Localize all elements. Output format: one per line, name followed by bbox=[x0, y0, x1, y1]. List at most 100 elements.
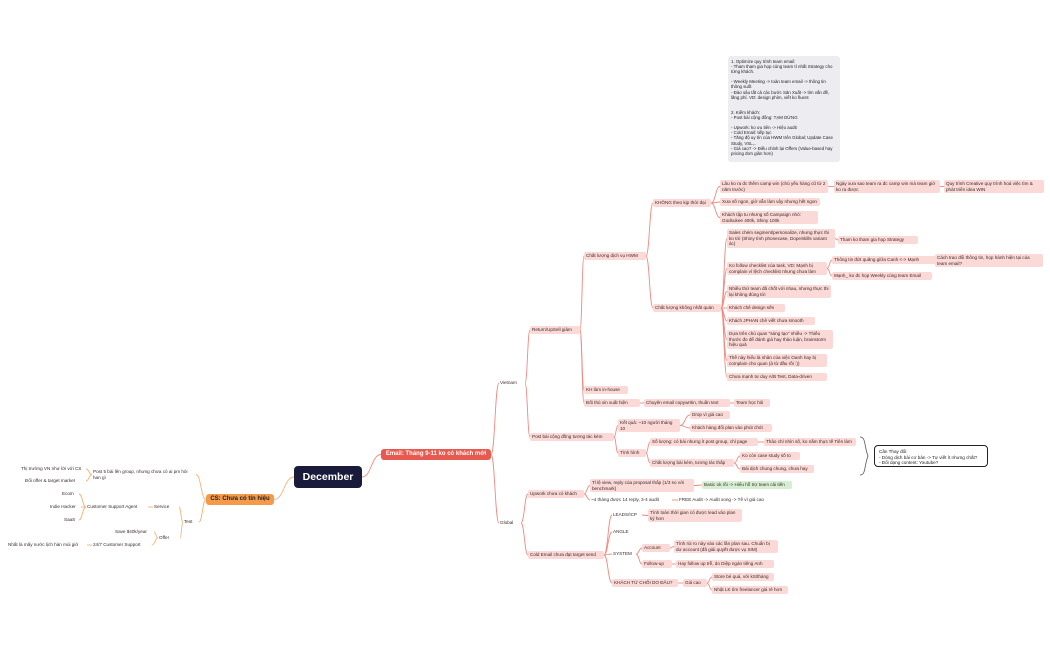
strategy-meeting-node[interactable]: Tham ko tham gia họp Strategy bbox=[838, 236, 918, 244]
connector-line bbox=[583, 493, 591, 501]
complaint-reason-node[interactable]: Thế này hiểu là nhân của việc Oanh hay b… bbox=[727, 354, 827, 368]
checklist-node[interactable]: Ko follow checklist của task, VD: Mạnh b… bbox=[727, 262, 827, 276]
leads-node[interactable]: LEADS/ICP bbox=[613, 512, 637, 517]
small-campaign-node[interactable]: Khách tập tu nhưng số Campaign nhỏ: Gods… bbox=[720, 211, 818, 225]
small-store-node[interactable]: Store bé quá, với kS/tháng bbox=[712, 573, 774, 581]
global-node[interactable]: Global bbox=[500, 520, 514, 525]
rejection-node[interactable]: KHÁCH TỪ CHỐI DO ĐÂU? bbox=[612, 579, 678, 587]
past-win-node[interactable]: Ngày xưa sao team ra đc camp win mà team… bbox=[834, 180, 940, 194]
root-node[interactable]: December bbox=[294, 466, 362, 488]
situation-node[interactable]: Tình hình bbox=[618, 449, 646, 457]
writing-complaint-node[interactable]: Khách JPHAN chê viết chưa smooth bbox=[727, 317, 815, 325]
upwork-node[interactable]: Upwork chưa có khách bbox=[528, 490, 584, 498]
connector-line bbox=[273, 476, 295, 500]
weekly-meeting-node[interactable]: Mạnh_ ko đc họp Weekly cùng team Email bbox=[832, 272, 932, 280]
ab-test-node[interactable]: Chưa mạnh tư duy A/B Test, Data-driven bbox=[727, 373, 827, 381]
copywriting-node[interactable]: Chuyên email copywritin, thuần text bbox=[644, 399, 730, 407]
ecom-node[interactable]: Ecom bbox=[62, 491, 74, 496]
branch-cs[interactable]: CS: Chưa có tín hiệu bbox=[206, 494, 274, 505]
offer-node[interactable]: Offer bbox=[159, 535, 170, 540]
connector-line bbox=[603, 553, 613, 556]
system-node[interactable]: SYSTEM bbox=[613, 551, 632, 556]
saas-node[interactable]: SaaS bbox=[64, 517, 76, 522]
service-quality-node[interactable]: Chất lượng dịch vụ HWM bbox=[584, 252, 646, 260]
free-audit-node[interactable]: FREE Audit -> Audit xong -> Tê vì giá ca… bbox=[679, 497, 764, 502]
design-complaint-node[interactable]: Khách chê design sến bbox=[727, 304, 785, 312]
save-node[interactable]: Save $40k/year bbox=[115, 529, 147, 534]
support-agent-node[interactable]: Customer Support Agent bbox=[87, 504, 138, 509]
connector-line bbox=[720, 307, 728, 378]
angle-node[interactable]: ANGLE bbox=[613, 529, 629, 534]
case-study-node[interactable]: Ko còn case study số to bbox=[740, 452, 800, 460]
outdated-node[interactable]: KHÔNG theo kịp thời đại bbox=[653, 199, 711, 207]
vietnam-node[interactable]: Vietnam bbox=[500, 380, 517, 385]
connector-line bbox=[78, 506, 87, 521]
reply-count-node[interactable]: ~4 tháng được 14 reply, 3-4 audit bbox=[591, 497, 659, 502]
connector-line bbox=[679, 414, 691, 426]
connector-line bbox=[579, 255, 585, 331]
connector-line bbox=[178, 506, 184, 523]
post-quality-node[interactable]: Chất lượng bài kém, tương tác thấp bbox=[650, 459, 734, 467]
connector-line bbox=[635, 553, 643, 565]
change-offer-node[interactable]: Đổi offer & target market bbox=[25, 478, 75, 483]
freelancer-node[interactable]: Nhật LK tìm freelancer giá rẻ hơn bbox=[712, 586, 788, 594]
test-node[interactable]: Test bbox=[184, 519, 193, 524]
inhouse-node[interactable]: KH làm in-house bbox=[584, 386, 628, 394]
connector-line bbox=[710, 186, 721, 204]
drop-price-node[interactable]: Drop vì giá cao bbox=[690, 411, 730, 419]
support-247-node[interactable]: 24/7 Customer Support bbox=[93, 542, 141, 547]
old-numbers-node[interactable]: Xưa số ngon, giờ vẫn làm vậy nhưng hết n… bbox=[720, 198, 820, 206]
timezone-node[interactable]: Nhất là mấy nước lịch hàn mùi giờ bbox=[8, 542, 79, 547]
connector-line bbox=[490, 382, 500, 455]
connector-line bbox=[524, 382, 531, 438]
no-new-win-node[interactable]: Lâu ko ra đc thêm camp win (chủ yếu hàng… bbox=[720, 180, 828, 194]
indie-hacker-node[interactable]: Indie Hacker bbox=[50, 504, 76, 509]
plan-change-node[interactable]: Khách hàng đổi plan vào phút chót bbox=[690, 424, 772, 432]
service-node[interactable]: Service bbox=[154, 504, 170, 509]
connector-line bbox=[603, 554, 613, 584]
reality-node[interactable]: Thảo chỉ nhìn số, ko nắm thực tế Tiên là… bbox=[764, 438, 856, 446]
result-node[interactable]: Kết quả: ~10 người tháng 10 bbox=[618, 419, 680, 433]
branch-email[interactable]: Email: Tháng 9-11 ko có khách mới bbox=[381, 449, 491, 460]
account-node[interactable]: Account bbox=[642, 544, 670, 552]
high-price-node[interactable]: Giá cao bbox=[683, 579, 707, 587]
connector-line bbox=[733, 462, 741, 470]
basic-ok-node[interactable]: Basic ok rồi -> Hiểu hỗ trợ team cải tiế… bbox=[702, 481, 792, 489]
proposal-ratio-node[interactable]: Tỉ lệ view, reply của proposal thấp (1/3… bbox=[590, 479, 694, 493]
subjective-node[interactable]: Dựa trên chủ quan "sáng tạo" nhiều -> Th… bbox=[727, 330, 833, 349]
lead-timing-node[interactable]: Tính toán thời gian có được lead vào pla… bbox=[648, 509, 742, 523]
creative-process-node[interactable]: Quy trình Creative quy trình hoá việc tì… bbox=[944, 180, 1044, 194]
vn-market-node[interactable]: Thị trường VN như lời với CS bbox=[21, 466, 82, 471]
connector-line bbox=[641, 514, 649, 516]
follow-up-node[interactable]: Follow-up bbox=[642, 560, 672, 568]
translation-node[interactable]: Bài dịch chung chung, chưa hay bbox=[740, 465, 814, 473]
connector-line bbox=[151, 537, 159, 546]
communication-node[interactable]: Cách trao đổi thông tin, họp hành hiện t… bbox=[935, 254, 1043, 268]
return-upsell-node[interactable]: Return/UpSell giảm bbox=[530, 326, 580, 334]
post-five-node[interactable]: Post 5 bài lên group, nhưng chưa có ai p… bbox=[93, 469, 188, 480]
cold-email-node[interactable]: Cold Email chưa đạt target send bbox=[528, 551, 604, 559]
connector-line bbox=[603, 531, 613, 556]
connector-line bbox=[490, 454, 500, 524]
account-risk-node[interactable]: Tính rủi ro này vào các lần plan sau. Ch… bbox=[674, 540, 778, 554]
connector-line bbox=[645, 202, 654, 257]
connector-line bbox=[520, 493, 529, 524]
connector-line bbox=[706, 582, 713, 591]
competitor-node[interactable]: Đối thủ xin xuất hiện bbox=[584, 399, 640, 407]
connector-line bbox=[524, 329, 531, 384]
community-post-node[interactable]: Post bài cộng đồng tương tác kém bbox=[530, 433, 614, 441]
late-follow-node[interactable]: Hay follow up trễ, do Diệp ngán tiếng An… bbox=[676, 560, 774, 568]
connector-line bbox=[361, 454, 382, 478]
inconsistent-quality-node[interactable]: Chất lượng không nhất quán bbox=[653, 304, 721, 312]
strategy-note: 1. Optimize quy trình team email: - Tham… bbox=[728, 56, 840, 162]
connector-line bbox=[520, 522, 529, 556]
connector-line bbox=[645, 441, 651, 454]
info-gap-node[interactable]: Thông tin đứt quãng giữa Canh <-> Mạnh bbox=[832, 256, 944, 264]
post-count-node[interactable]: Số lượng: có bài nhưng ít post group, ch… bbox=[650, 438, 758, 446]
sales-segment-node[interactable]: Sales chém segment/personalize, nhưng th… bbox=[727, 229, 835, 248]
team-learn-node[interactable]: Team học hỏi bbox=[734, 399, 770, 407]
connector-line bbox=[603, 514, 613, 556]
agreed-items-node[interactable]: Nhiều thứ team đã chốt với nhau, nhưng t… bbox=[727, 285, 831, 299]
